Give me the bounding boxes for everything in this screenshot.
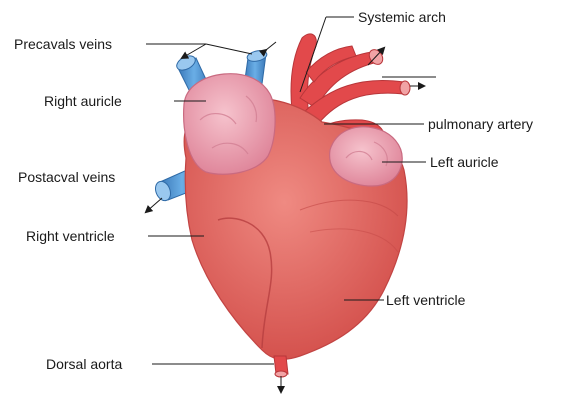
right-auricle [184,74,275,175]
label-precavals-veins: Precavals veins [14,36,112,52]
label-pulmonary-artery: pulmonary artery [428,116,533,132]
label-right-ventricle: Right ventricle [26,228,115,244]
label-left-auricle: Left auricle [430,154,499,170]
left-auricle [330,127,403,186]
label-right-auricle: Right auricle [44,93,122,109]
label-left-ventricle: Left ventricle [386,292,466,308]
label-dorsal-aorta: Dorsal aorta [46,356,122,372]
label-postacval-veins: Postacval veins [18,169,115,185]
label-systemic-arch: Systemic arch [358,9,446,25]
